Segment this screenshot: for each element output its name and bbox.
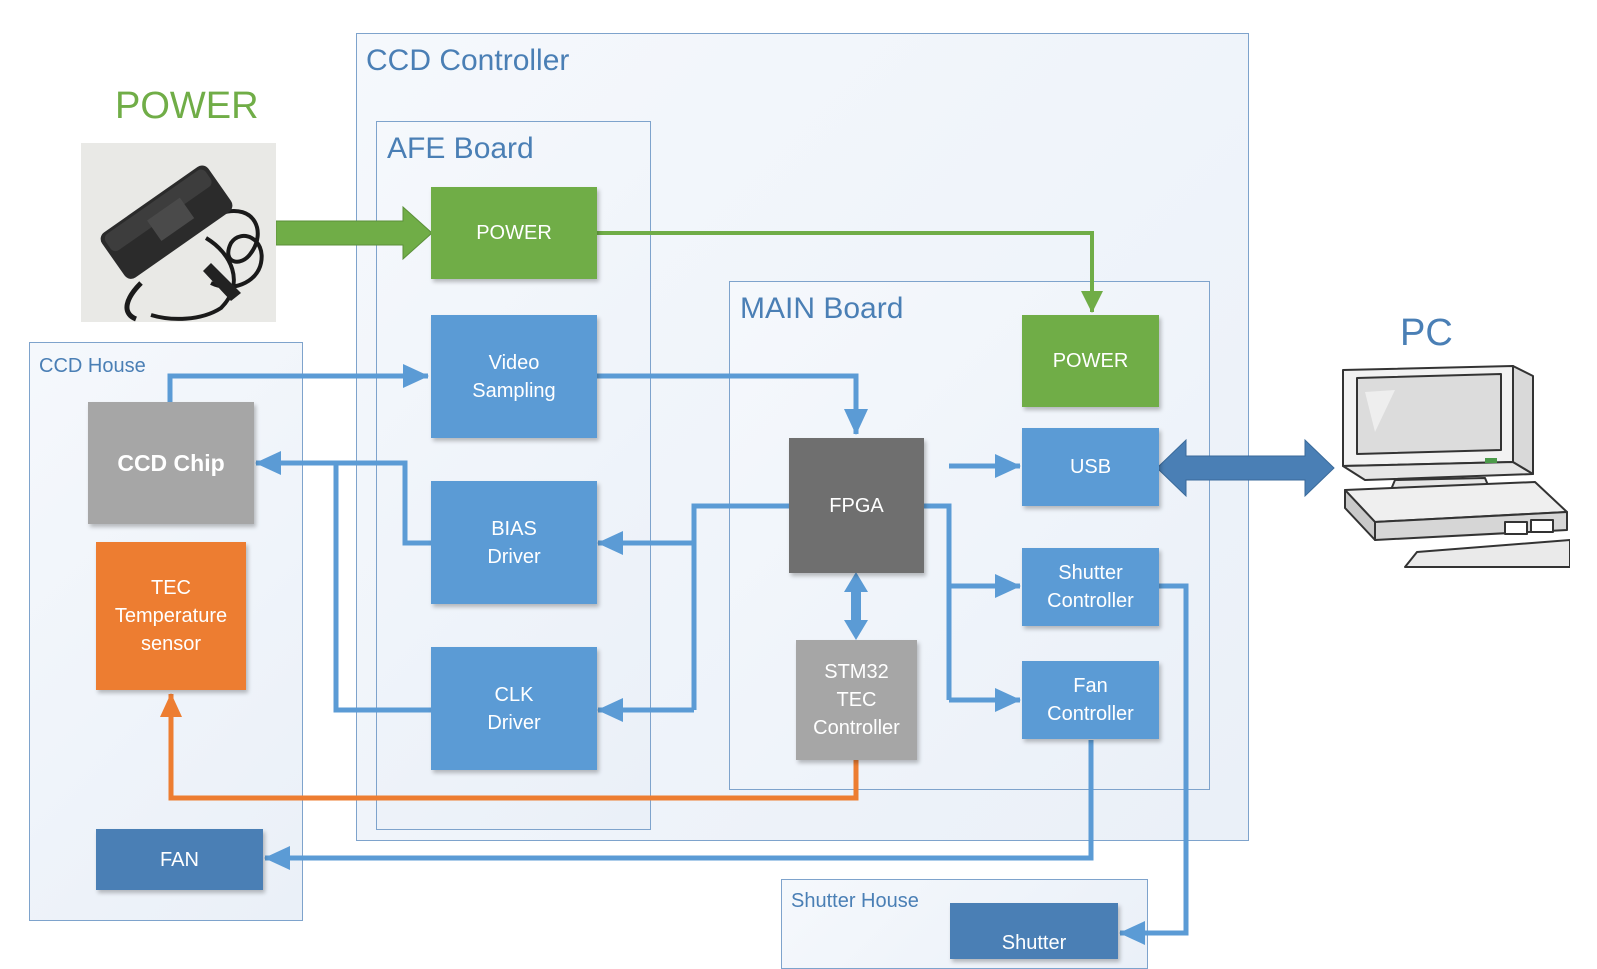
shutter-block: Shutter bbox=[950, 903, 1118, 959]
shutterctrl-to-shutter-wire bbox=[1119, 583, 1189, 945]
stm32-to-tec-wire bbox=[160, 693, 859, 801]
power-adapter-icon bbox=[81, 143, 276, 322]
power-source-label: POWER bbox=[115, 85, 259, 127]
clk-driver-block: CLK Driver bbox=[431, 647, 597, 770]
fpga-stm32-link bbox=[844, 572, 868, 640]
bias-to-ccd-wire bbox=[255, 451, 431, 546]
ccd-chip-block: CCD Chip bbox=[88, 402, 254, 524]
main-power-block: POWER bbox=[1022, 315, 1159, 407]
usb-pc-link bbox=[1156, 438, 1335, 498]
main-board-title: MAIN Board bbox=[740, 292, 904, 325]
fpga-block: FPGA bbox=[789, 438, 924, 573]
afe-board-title: AFE Board bbox=[387, 132, 534, 165]
fpga-bus-wire bbox=[923, 503, 952, 700]
ccd-to-video-wire bbox=[167, 364, 429, 402]
video-sampling-block: Video Sampling bbox=[431, 315, 597, 438]
stm32-tec-controller-block: STM32 TEC Controller bbox=[796, 640, 917, 760]
tec-sensor-block: TEC Temperature sensor bbox=[96, 542, 246, 690]
shutter-house-title: Shutter House bbox=[791, 890, 919, 912]
fan-block: FAN bbox=[96, 829, 263, 890]
desktop-computer-icon bbox=[1342, 365, 1570, 568]
afe-power-block: POWER bbox=[431, 187, 597, 279]
pc-label: PC bbox=[1400, 312, 1453, 354]
ccd-house-title: CCD House bbox=[39, 355, 146, 377]
usb-block: USB bbox=[1022, 428, 1159, 506]
shutter-controller-block: Shutter Controller bbox=[1022, 548, 1159, 626]
fanctrl-to-fan-wire bbox=[264, 740, 1094, 870]
power-link-wire bbox=[597, 231, 1103, 313]
fpga-to-drivers-wire bbox=[691, 503, 789, 710]
power-input-arrow bbox=[275, 205, 433, 261]
clk-to-ccd-wire bbox=[333, 463, 431, 713]
video-to-fpga-wire bbox=[597, 373, 868, 435]
bias-driver-block: BIAS Driver bbox=[431, 481, 597, 604]
fan-controller-block: Fan Controller bbox=[1022, 661, 1159, 739]
ccd-controller-title: CCD Controller bbox=[366, 44, 570, 77]
